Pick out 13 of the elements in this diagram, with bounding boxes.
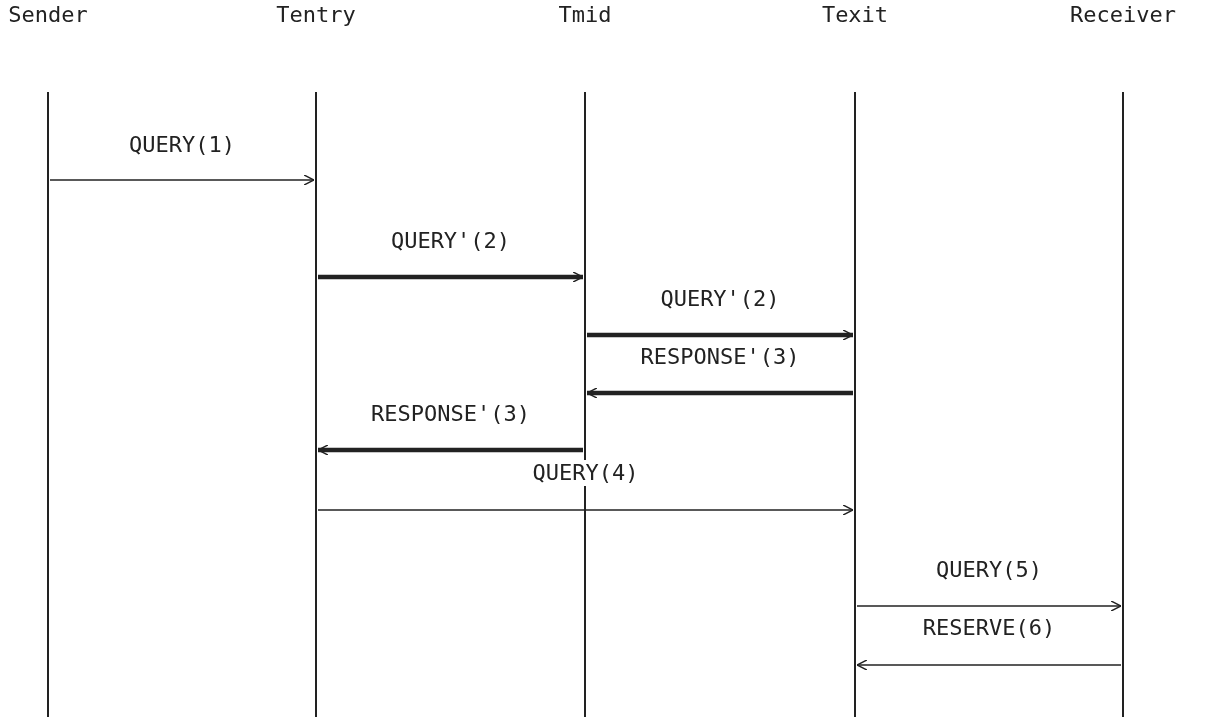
thick-arrow: [317, 444, 583, 456]
participant-name: Tentry: [276, 2, 356, 27]
thick-arrow: [318, 271, 584, 283]
thick-arrow: [586, 387, 853, 399]
arrow: [49, 174, 315, 186]
arrow: [317, 504, 854, 516]
thick-arrow: [587, 329, 854, 341]
participant-name: Receiver: [1070, 2, 1176, 27]
participant-name: Sender: [8, 2, 88, 27]
arrow: [856, 659, 1122, 671]
arrow: [856, 600, 1122, 612]
participant-name: Tmid: [558, 2, 612, 27]
participant-name: Texit: [821, 2, 889, 27]
